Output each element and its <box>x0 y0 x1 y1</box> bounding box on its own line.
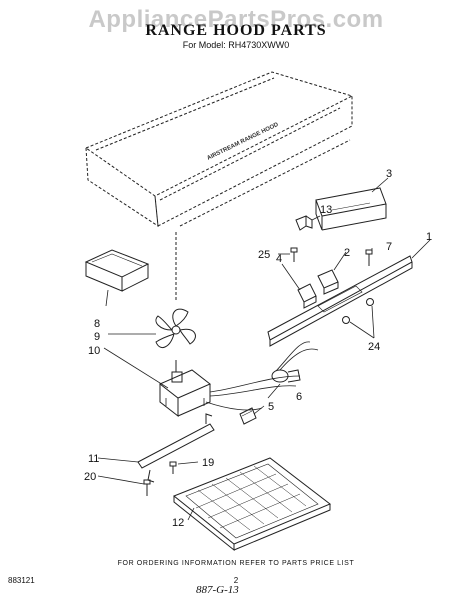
callout-11: 11 <box>88 453 99 465</box>
part-12-filter <box>173 457 331 552</box>
callout-8: 8 <box>94 318 100 330</box>
part-10-motor <box>159 360 301 418</box>
screw-19 <box>169 461 177 474</box>
part-6-socket <box>271 341 319 383</box>
callout-25: 25 <box>258 249 270 261</box>
ordering-note: FOR ORDERING INFORMATION REFER TO PARTS … <box>117 560 355 567</box>
callout-5: 5 <box>268 401 274 413</box>
part-24-knobs <box>342 298 374 324</box>
screw-7 <box>365 249 373 266</box>
handwritten-code: 887-G-13 <box>196 584 239 596</box>
watermark: AppliancePartsPros.com <box>88 6 384 33</box>
callout-19: 19 <box>202 457 214 469</box>
callout-10: 10 <box>88 345 100 357</box>
callout-12: 12 <box>172 517 184 529</box>
document-code: 883121 <box>8 576 35 585</box>
part-2-switch <box>317 269 339 295</box>
part-3-bracket <box>315 187 387 231</box>
part-9-fan <box>155 308 196 349</box>
screw-20 <box>143 479 151 496</box>
part-5-connector <box>239 407 257 425</box>
part-4-switch <box>297 283 317 309</box>
callout-4: 4 <box>276 253 282 265</box>
part-13-clip <box>295 215 313 231</box>
part-1-strip <box>267 255 413 347</box>
callout-9: 9 <box>94 331 100 343</box>
model-subtitle: For Model: RH4730XWW0 <box>182 40 290 50</box>
screw-25 <box>290 247 298 262</box>
diagram-title: RANGE HOOD PARTS <box>145 22 327 39</box>
callout-24: 24 <box>368 341 380 353</box>
callout-3: 3 <box>386 168 392 180</box>
page-number: 2 <box>233 576 239 585</box>
callout-13: 13 <box>320 204 332 216</box>
part-8-box <box>84 249 150 292</box>
callout-1: 1 <box>426 231 432 243</box>
leader-lines <box>97 177 431 521</box>
callout-20: 20 <box>84 471 96 483</box>
callout-2: 2 <box>344 247 350 259</box>
callout-6: 6 <box>296 391 302 403</box>
callout-7: 7 <box>386 241 392 253</box>
part-11-bracket <box>137 413 215 483</box>
range-hood-outline <box>84 71 354 227</box>
hood-label: AIRSTREAM RANGE HOOD <box>206 122 280 162</box>
